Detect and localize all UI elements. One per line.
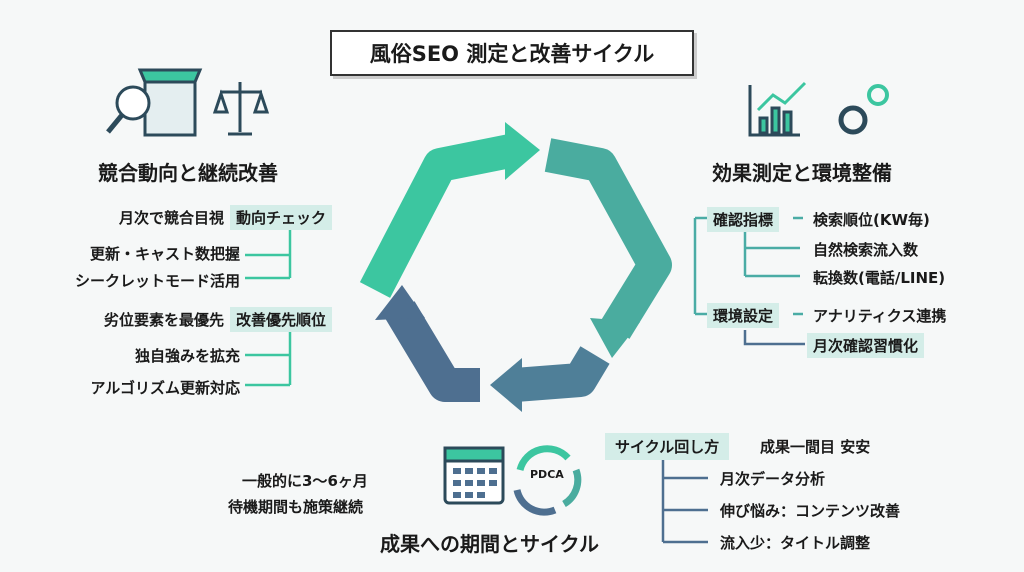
left-heading: 競合動向と継続改善: [98, 161, 278, 185]
list-item: 独自強みを拡充: [134, 347, 240, 365]
list-item: 月次確認習慣化: [807, 333, 925, 358]
list-item: アルゴリズム更新対応: [90, 379, 240, 397]
tag-note: 成果一間目 安安: [760, 438, 871, 456]
gear-icon: [838, 84, 889, 135]
right-connectors: [693, 216, 805, 346]
magnifier-store-icon: [106, 68, 203, 137]
list-item: 伸び悩み：コンテンツ改善: [720, 502, 901, 520]
note: 待機期間も施策継続: [228, 498, 364, 516]
bottom-connectors: [661, 460, 708, 544]
arrow-segment-4: [385, 301, 480, 402]
list-item: 月次データ分析: [720, 470, 826, 488]
pdca-cycle-icon: [513, 445, 582, 516]
tag-cycle-method: サイクル回し方: [605, 433, 730, 460]
list-item: 更新・キャスト数把握: [89, 245, 240, 263]
arrow-segment-1: [359, 133, 519, 298]
tag-metrics: 確認指標: [707, 207, 780, 232]
tag-environment: 環境設定: [707, 303, 780, 328]
chart-growth-icon: [748, 81, 807, 137]
arrowhead-1: [505, 122, 540, 180]
left-connectors: [245, 230, 292, 387]
page-title: 風俗SEO 測定と改善サイクル: [330, 30, 694, 76]
list-item: 転換数(電話/LINE): [813, 269, 946, 287]
bottom-heading: 成果への期間とサイクル: [380, 532, 599, 556]
arrow-segment-3: [513, 346, 610, 402]
tag-trend-check: 動向チェック: [230, 205, 333, 230]
arrowhead-2: [590, 318, 640, 358]
tag-improvement-priority: 改善優先順位: [230, 307, 333, 332]
list-item: シークレットモード活用: [74, 272, 240, 290]
arrow-segment-2: [544, 138, 672, 339]
calendar-icon: [443, 446, 505, 505]
list-item: 流入少：タイトル調整: [720, 534, 871, 552]
arrowhead-4: [375, 285, 425, 320]
scale-icon: [212, 82, 270, 136]
list-item: 自然検索流入数: [813, 241, 919, 259]
right-heading: 効果測定と環境整備: [712, 161, 892, 185]
list-item: 劣位要素を最優先: [103, 311, 224, 329]
list-item: アナリティクス連携: [813, 307, 947, 325]
arrowhead-3: [490, 358, 522, 412]
pdca-label: PDCA: [530, 468, 564, 481]
list-item: 月次で競合目視: [118, 209, 224, 227]
list-item: 検索順位(KW毎): [813, 211, 930, 229]
cycle-arrows: [359, 122, 672, 412]
note: 一般的に3〜6ヶ月: [242, 472, 368, 490]
